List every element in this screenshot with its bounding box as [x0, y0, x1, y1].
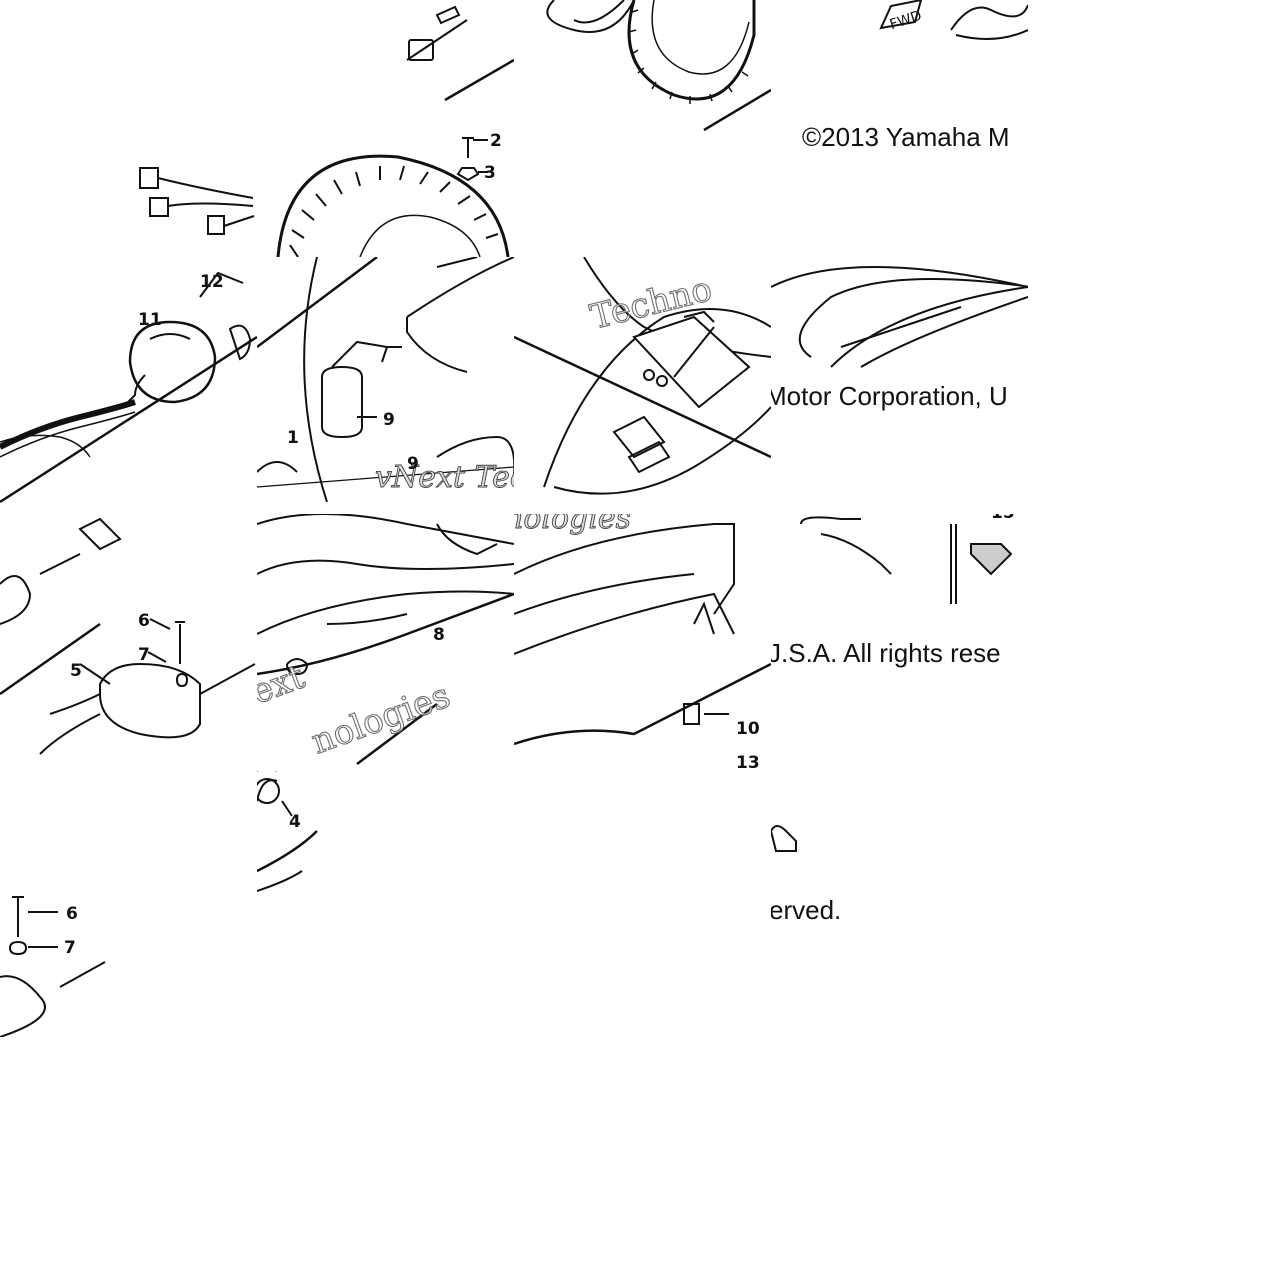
callout-12: 12: [200, 272, 224, 292]
tile-starter-ring: [514, 0, 771, 257]
copyright-line-3: J.S.A. All rights rese: [771, 638, 1001, 668]
callout-7b: 7: [64, 938, 76, 958]
tile-hood-body: 8 ext nologies: [257, 514, 514, 771]
tile-coil-key: 6 7 5: [0, 514, 257, 771]
watermark-ext: ext: [257, 657, 310, 713]
tile-copyright-top: FWD ©2013 Yamaha M: [771, 0, 1028, 257]
callout-10: 10: [736, 719, 760, 739]
watermark-vnext: vNext Tec: [375, 460, 514, 495]
tile-bolt-washer: 6 7: [0, 857, 257, 1037]
callout-4: 4: [289, 812, 301, 832]
watermark-logies: nologies: [514, 514, 631, 536]
callout-9b: 9: [407, 454, 419, 474]
callout-9: 9: [383, 410, 395, 430]
callout-2: 2: [490, 131, 502, 151]
callout-15: 15: [991, 514, 1015, 523]
tile-magneto-flywheel: 2 3: [128, 128, 514, 257]
copyright-line-1: ©2013 Yamaha M: [802, 122, 1010, 152]
tile-tray-frame: 10 13 nologies: [514, 514, 771, 771]
watermark-techno: Techno: [587, 269, 716, 338]
watermark-nologies: nologies: [306, 676, 455, 763]
tile-spark-plug-cap: 9 1 vNext Tec 9: [257, 257, 514, 514]
tile-ignition-coil-left: 12 11: [0, 257, 257, 514]
tile-copyright-low: 15 J.S.A. All rights rese: [771, 514, 1028, 771]
callout-7: 7: [138, 645, 150, 665]
tile-cowl-panel: Techno: [514, 257, 771, 514]
tile-copyright-end: erved.: [771, 771, 1028, 951]
copyright-line-2: Motor Corporation, U: [771, 381, 1008, 411]
tile-copyright-mid: Motor Corporation, U: [771, 257, 1028, 514]
callout-8: 8: [433, 625, 445, 645]
callout-13: 13: [736, 753, 760, 771]
callout-6b: 6: [66, 904, 78, 924]
tile-grommet: 4 chnologie: [257, 771, 514, 901]
copyright-line-4: erved.: [771, 895, 842, 925]
callout-5: 5: [70, 661, 82, 681]
callout-11: 11: [138, 310, 162, 330]
callout-1: 1: [287, 428, 299, 448]
callout-6: 6: [138, 611, 150, 631]
callout-3: 3: [484, 163, 496, 183]
